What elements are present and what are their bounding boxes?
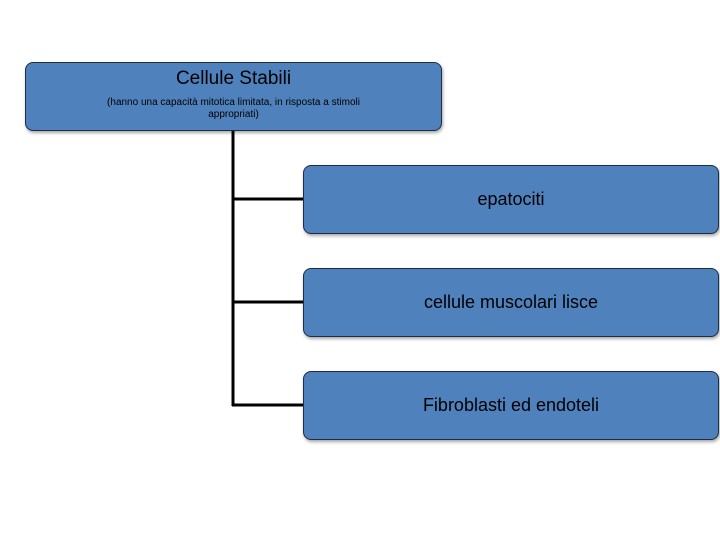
child-label: cellule muscolari lisce — [423, 292, 599, 312]
child-node-epatociti: epatociti — [303, 165, 719, 234]
child-node-cellule-muscolari-lisce: cellule muscolari lisce — [303, 268, 719, 337]
root-subtitle: (hanno una capacità mitotica limitata, i… — [107, 97, 360, 120]
child-node-fibroblasti-endoteli: Fibroblasti ed endoteli — [303, 371, 719, 440]
root-title: Cellule Stabili — [175, 68, 292, 89]
root-node-cellule-stabili: Cellule Stabili (hanno una capacità mito… — [25, 62, 442, 131]
child-label: epatociti — [477, 189, 545, 209]
child-label: Fibroblasti ed endoteli — [422, 395, 600, 415]
